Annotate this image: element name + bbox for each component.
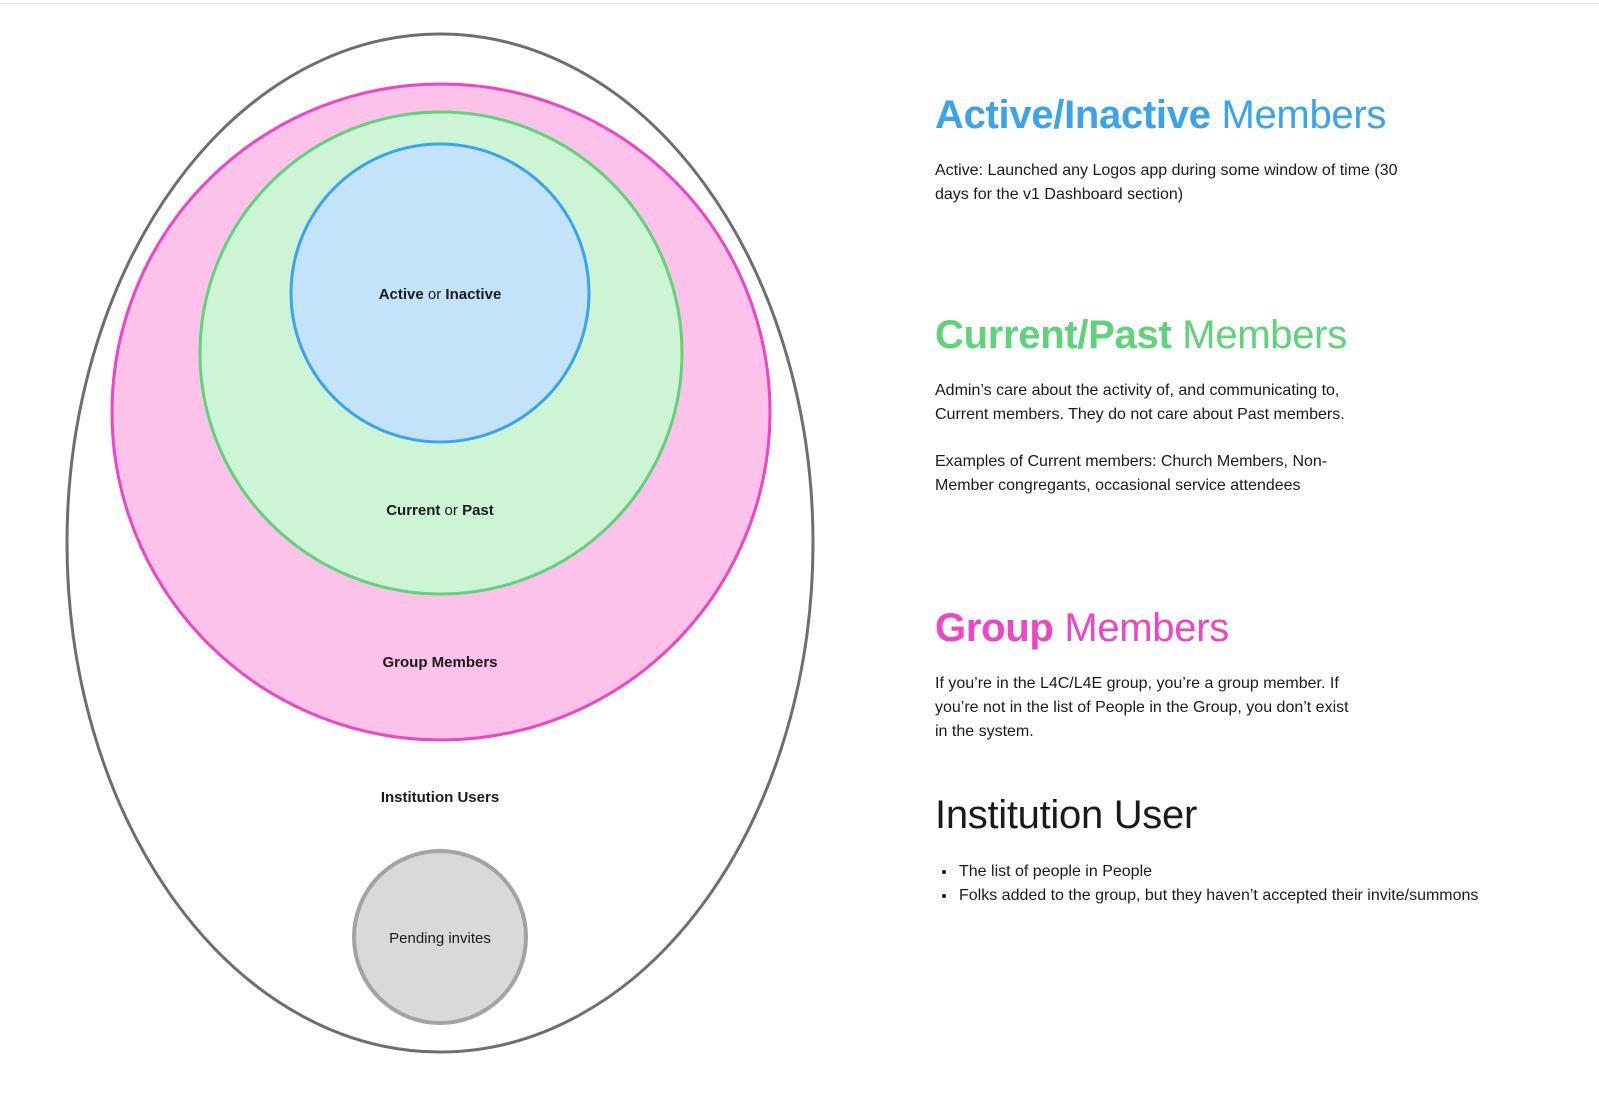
active-definition-text: Active: Launched any Logos app during so… bbox=[935, 162, 1398, 203]
group-members-label: Group Members bbox=[382, 654, 497, 671]
current-past-heading: Current/Past Members bbox=[935, 312, 1375, 358]
current-past-section: Current/Past Members Admin’s care about … bbox=[935, 312, 1375, 498]
heading-light: Members bbox=[1182, 313, 1347, 357]
group-members-heading: Group Members bbox=[935, 605, 1375, 651]
heading-light: Members bbox=[1064, 606, 1229, 650]
list-item: Folks added to the group, but they haven… bbox=[957, 884, 1555, 908]
active-inactive-section: Active/Inactive Members Active: Launched… bbox=[935, 92, 1435, 207]
heading-light: Members bbox=[1221, 93, 1387, 137]
institution-user-heading: Institution User bbox=[935, 793, 1197, 837]
institution-user-list: The list of people in People Folks added… bbox=[935, 860, 1555, 908]
heading-strong: Active/Inactive bbox=[935, 93, 1211, 137]
top-divider bbox=[0, 3, 1599, 4]
institution-user-section: Institution User The list of people in P… bbox=[935, 792, 1555, 908]
heading-strong: Group bbox=[935, 606, 1054, 650]
list-item: The list of people in People bbox=[957, 860, 1555, 884]
institution-users-label: Institution Users bbox=[381, 789, 499, 806]
group-members-section: Group Members If you’re in the L4C/L4E g… bbox=[935, 605, 1375, 744]
membership-venn-diagram: Active or Inactive Current or Past Group… bbox=[65, 32, 815, 1054]
active-inactive-label: Active or Inactive bbox=[379, 286, 502, 303]
current-care-text: Admin’s care about the activity of, and … bbox=[935, 382, 1345, 423]
active-inactive-circle bbox=[289, 142, 591, 444]
pending-invites-label: Pending invites bbox=[389, 930, 491, 947]
active-inactive-heading: Active/Inactive Members bbox=[935, 92, 1435, 138]
current-past-label: Current or Past bbox=[386, 502, 494, 519]
current-examples-text: Examples of Current members: Church Memb… bbox=[935, 453, 1328, 494]
heading-strong: Current/Past bbox=[935, 313, 1172, 357]
group-definition-text: If you’re in the L4C/L4E group, you’re a… bbox=[935, 675, 1349, 740]
pending-invites-circle bbox=[352, 849, 528, 1025]
